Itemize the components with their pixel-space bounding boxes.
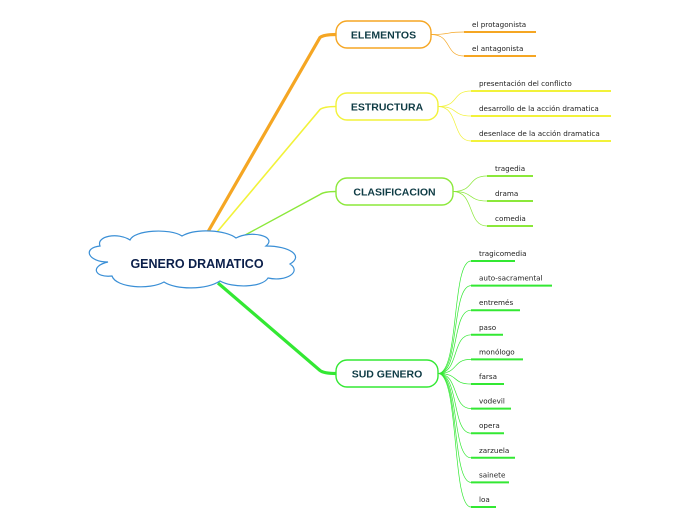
leaf-label: paso	[479, 323, 496, 332]
leaf-connector	[437, 260, 472, 374]
leaf-item-elementos[interactable]: el protagonista	[464, 20, 536, 33]
root-cloud-shape	[88, 230, 297, 289]
leaf-label: opera	[479, 421, 500, 430]
branch-box	[335, 359, 439, 388]
branch-node-elementos[interactable]: ELEMENTOS	[335, 20, 432, 49]
leaf-item-estructura[interactable]: desarrollo de la acción dramatica	[471, 104, 611, 117]
leaf-item-clasificacion[interactable]: tragedia	[487, 164, 533, 177]
branch-node-clasificacion[interactable]: CLASIFICACION	[335, 177, 454, 206]
leaf-label: monólogo	[479, 347, 515, 356]
connector-clasificacion	[235, 190, 337, 241]
leaf-connector	[452, 175, 488, 192]
branch-label: SUD GENERO	[352, 369, 423, 381]
leaf-item-sud-genero[interactable]: zarzuela	[471, 446, 515, 459]
leaf-label: tragicomedia	[479, 249, 526, 258]
leaf-label: farsa	[479, 372, 497, 381]
leaf-label: presentación del conflicto	[479, 79, 572, 88]
leaf-label: el antagonista	[472, 44, 523, 53]
leaf-connector	[437, 359, 472, 374]
leaf-item-estructura[interactable]: presentación del conflicto	[471, 79, 611, 92]
leaf-connector	[452, 191, 488, 202]
branch-node-estructura[interactable]: ESTRUCTURA	[335, 92, 439, 121]
branch-label: ESTRUCTURA	[351, 102, 424, 114]
leaf-item-sud-genero[interactable]: tragicomedia	[471, 249, 526, 262]
leaf-item-sud-genero[interactable]: vodevil	[471, 397, 511, 410]
branch-box	[335, 92, 439, 121]
leaf-connector	[437, 373, 472, 409]
leaf-label: comedia	[495, 214, 526, 223]
leaf-label: tragedia	[495, 164, 525, 173]
branch-node-sud-genero[interactable]: SUD GENERO	[335, 359, 439, 388]
leaf-item-sud-genero[interactable]: paso	[471, 323, 503, 336]
leaf-label: desarrollo de la acción dramatica	[479, 104, 599, 113]
leaf-label: sainete	[479, 470, 506, 479]
leaf-label: desenlace de la acción dramatica	[479, 129, 600, 138]
leaf-label: vodevil	[479, 397, 505, 406]
leaf-item-estructura[interactable]: desenlace de la acción dramatica	[471, 129, 611, 142]
leaf-label: drama	[495, 189, 518, 198]
branch-layer: ELEMENTOS ESTRUCTURA CLASIFICACION SUD GENE…	[335, 20, 454, 388]
leaf-connector	[437, 309, 472, 374]
leaf-item-elementos[interactable]: el antagonista	[464, 44, 536, 57]
leaf-label: loa	[479, 495, 490, 504]
leaf-item-sud-genero[interactable]: monólogo	[471, 347, 523, 361]
connector-layer	[203, 31, 488, 508]
leaf-layer: el protagonista el antagonista presentació…	[464, 20, 611, 508]
leaf-label: auto-sacramental	[479, 274, 543, 283]
leaf-item-sud-genero[interactable]: sainete	[471, 470, 509, 484]
leaf-connector	[437, 106, 472, 142]
leaf-connector	[437, 90, 472, 107]
leaf-item-sud-genero[interactable]: opera	[471, 421, 504, 435]
leaf-connector	[430, 31, 465, 35]
leaf-item-sud-genero[interactable]: entremés	[471, 298, 520, 312]
connector-elementos	[203, 32, 337, 238]
leaf-item-sud-genero[interactable]: farsa	[471, 372, 504, 385]
branch-box	[335, 20, 432, 49]
leaf-connector	[437, 373, 472, 459]
leaf-label: el protagonista	[472, 20, 526, 29]
branch-box	[335, 177, 454, 206]
leaf-item-clasificacion[interactable]: drama	[487, 189, 533, 202]
leaf-item-sud-genero[interactable]: loa	[471, 495, 496, 508]
leaf-connector	[437, 334, 472, 374]
leaf-connector	[437, 373, 472, 508]
leaf-connector	[430, 34, 465, 57]
connector-sud-genero	[216, 281, 337, 376]
leaf-item-sud-genero[interactable]: auto-sacramental	[471, 274, 552, 287]
leaf-connector	[452, 191, 488, 227]
leaf-connector	[437, 285, 472, 374]
leaf-label: zarzuela	[479, 446, 509, 455]
connector-estructura	[211, 105, 337, 239]
root-node[interactable]: GENERO DRAMATICO	[88, 230, 297, 289]
branch-label: CLASIFICACION	[353, 187, 435, 199]
leaf-item-clasificacion[interactable]: comedia	[487, 214, 533, 227]
root-label: GENERO DRAMATICO	[130, 257, 263, 271]
leaf-connector	[437, 373, 472, 434]
leaf-label: entremés	[479, 298, 513, 307]
branch-label: ELEMENTOS	[351, 30, 416, 42]
leaf-connector	[437, 106, 472, 117]
